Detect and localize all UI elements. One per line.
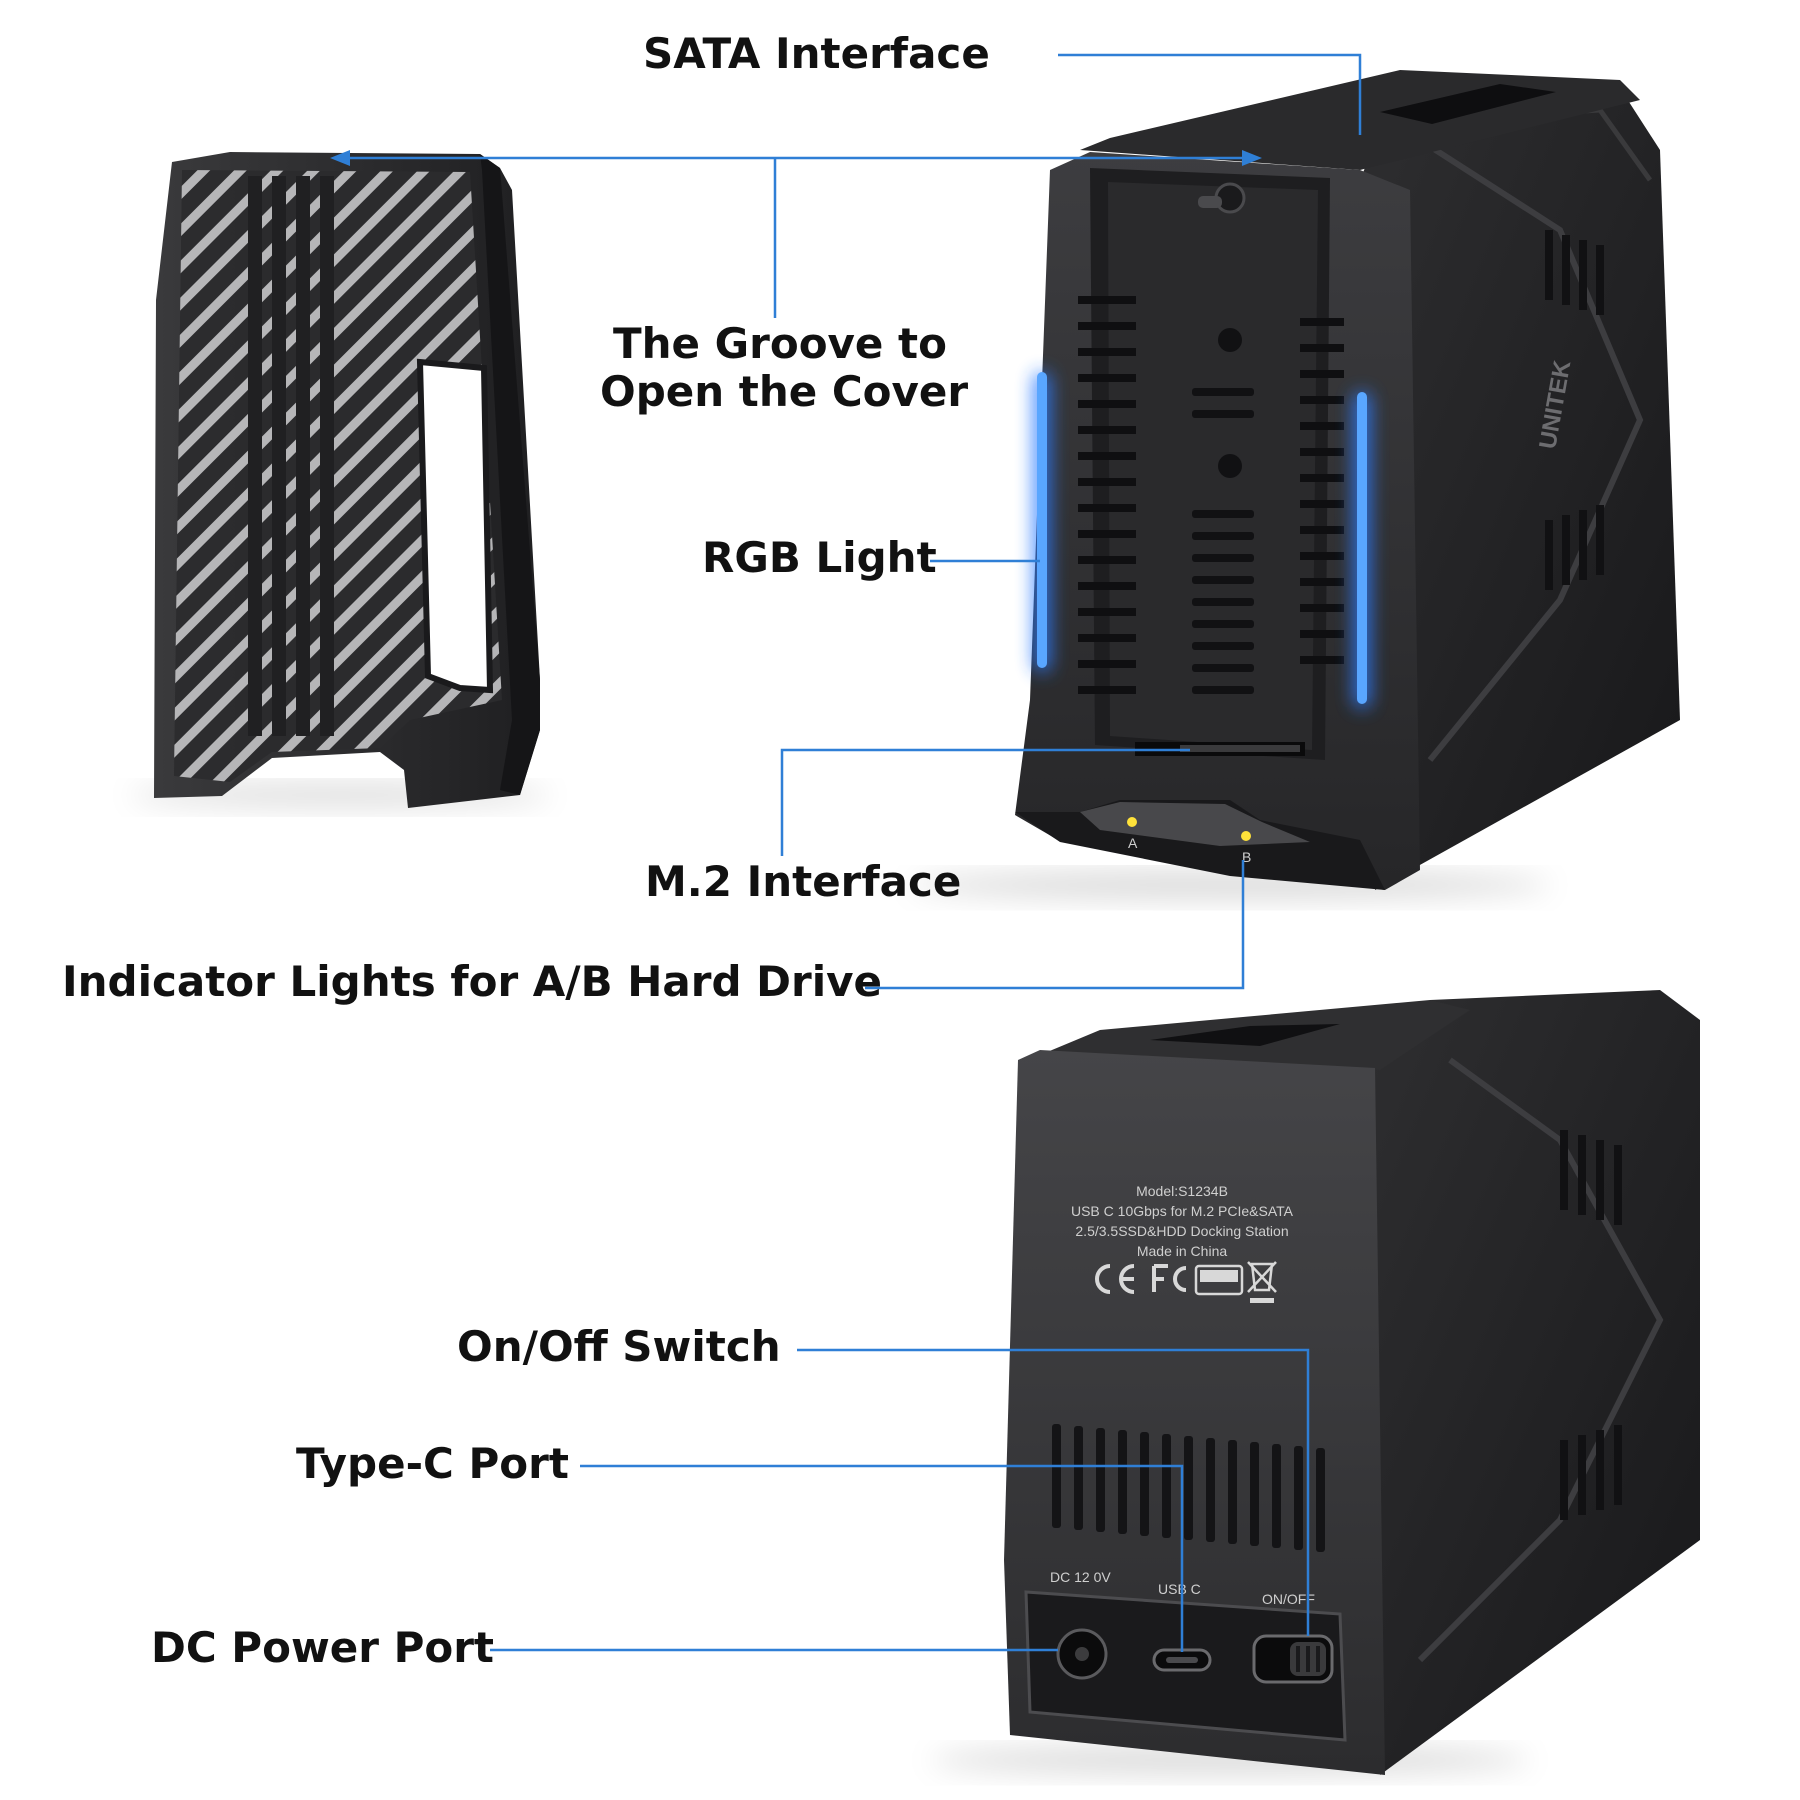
arrow-head-right — [1242, 150, 1262, 166]
dock-front-view: UNITEK — [910, 70, 1680, 899]
leader-onoff — [797, 1348, 1310, 1636]
ce-mark-icon — [1095, 1264, 1135, 1294]
port-label-dc: DC 12 0V — [1050, 1569, 1111, 1585]
callout-on-off-switch: On/Off Switch — [457, 1322, 781, 1371]
indicator-led-a — [1127, 817, 1137, 827]
weee-bin-icon — [1247, 1261, 1277, 1303]
usb-c-port — [1152, 1648, 1212, 1672]
label-origin: Made in China — [1137, 1243, 1227, 1259]
callout-rgb-light: RGB Light — [702, 533, 937, 582]
leader-m2 — [780, 748, 1190, 856]
callout-dc-power-port: DC Power Port — [151, 1623, 494, 1672]
leader-sata — [1058, 53, 1362, 135]
leader-typec — [580, 1464, 1184, 1652]
leader-lines — [340, 53, 1362, 1652]
callout-groove-line-2: Open the Cover — [600, 367, 969, 417]
callout-m2-interface: M.2 Interface — [645, 857, 962, 906]
port-label-switch: ON/OFF — [1262, 1591, 1315, 1607]
label-model: Model:S1234B — [1136, 1183, 1228, 1199]
slot-a-label: A — [1128, 835, 1138, 851]
arrow-head-left — [330, 150, 350, 166]
slot-b-label: B — [1242, 849, 1251, 865]
port-label-usb: USB C — [1158, 1581, 1201, 1597]
callout-sata-interface: SATA Interface — [643, 29, 990, 78]
leader-indicator — [865, 860, 1245, 990]
callout-groove: The Groove to Open the Cover — [600, 319, 969, 417]
indicator-led-b — [1241, 831, 1251, 841]
rgb-light-bars — [1034, 372, 1370, 708]
label-desc-2: 2.5/3.5SSD&HDD Docking Station — [1075, 1223, 1288, 1239]
power-switch — [1252, 1634, 1334, 1684]
dock-back-view: Model:S1234B USB C 10Gbps for M.2 PCIe&S… — [930, 990, 1700, 1775]
fcc-mark-icon — [1152, 1264, 1187, 1292]
rohs-mark-icon — [1194, 1264, 1244, 1296]
callout-groove-line-1: The Groove to — [613, 319, 947, 368]
removable-cover — [130, 152, 550, 808]
product-label: Model:S1234B USB C 10Gbps for M.2 PCIe&S… — [1071, 1183, 1294, 1303]
dc-power-jack — [1056, 1628, 1108, 1680]
back-vents — [1052, 1424, 1325, 1552]
label-desc-1: USB C 10Gbps for M.2 PCIe&SATA — [1071, 1203, 1294, 1219]
callout-type-c-port: Type-C Port — [296, 1439, 569, 1488]
callout-indicator-lights: Indicator Lights for A/B Hard Drive — [62, 957, 882, 1006]
